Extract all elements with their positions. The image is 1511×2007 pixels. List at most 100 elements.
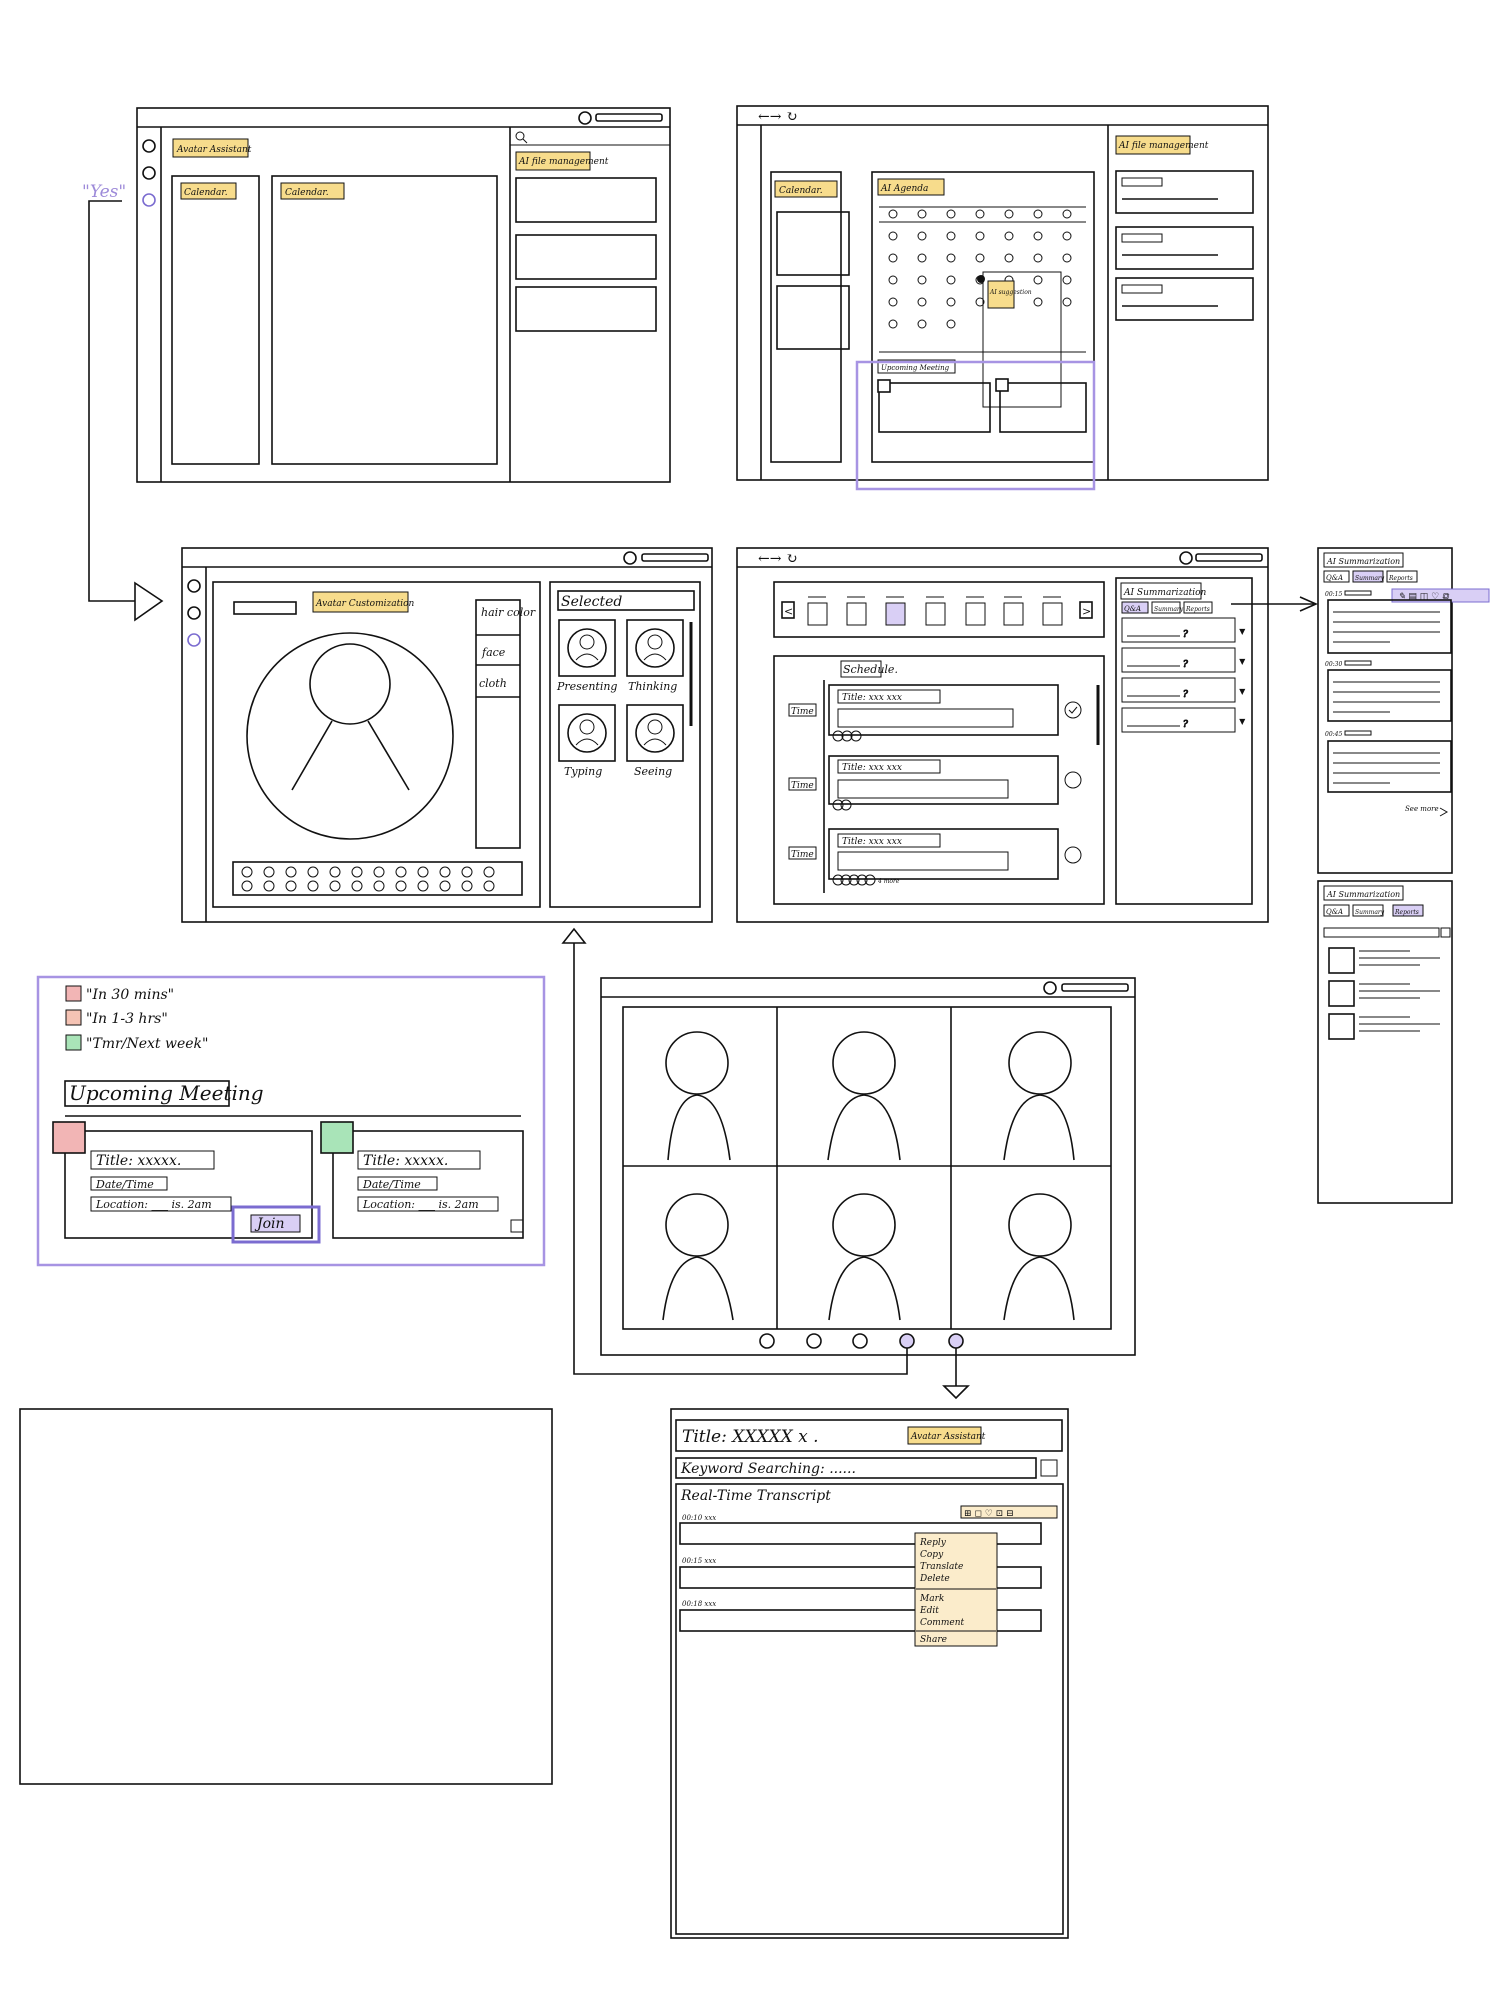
- file-card[interactable]: [1115, 226, 1254, 270]
- option-hair-color[interactable]: hair color: [481, 606, 536, 619]
- profile-icon[interactable]: [142, 139, 156, 153]
- tab-summary[interactable]: Summary: [1154, 606, 1184, 613]
- window-control-icon[interactable]: [578, 111, 592, 125]
- meeting-card[interactable]: [999, 382, 1087, 433]
- report-thumbnail[interactable]: [1328, 1013, 1355, 1040]
- report-thumbnail[interactable]: [1328, 947, 1355, 974]
- pose-seeing[interactable]: Seeing: [626, 704, 684, 778]
- share-toolbar[interactable]: [1391, 588, 1490, 603]
- summary-card[interactable]: [1327, 740, 1452, 793]
- participant-tile[interactable]: [1003, 1031, 1075, 1161]
- option-list[interactable]: [475, 599, 521, 849]
- pose-thinking[interactable]: Thinking: [626, 619, 684, 693]
- participant-tile[interactable]: [662, 1193, 734, 1321]
- address-bar[interactable]: [595, 113, 663, 122]
- window-control-icon[interactable]: [623, 551, 637, 565]
- tab-qa[interactable]: Q&A: [1326, 574, 1343, 582]
- tab-qa[interactable]: Q&A: [1326, 908, 1343, 916]
- share-button[interactable]: [852, 1333, 868, 1349]
- option-face[interactable]: face: [481, 646, 506, 659]
- mic-button[interactable]: [759, 1333, 775, 1349]
- file-card[interactable]: [515, 286, 657, 332]
- menu-comment[interactable]: Comment: [920, 1618, 964, 1628]
- prev-icon[interactable]: [781, 601, 795, 619]
- menu-edit[interactable]: Edit: [919, 1606, 939, 1616]
- frame-schedule: ←→ ↻ < > Schedule. Time Title: xxx xxx: [736, 547, 1318, 923]
- schedule-item[interactable]: Time Title: xxx xxx 4 more: [788, 828, 1082, 886]
- profile-icon[interactable]: [187, 579, 201, 593]
- menu-mark[interactable]: Mark: [919, 1594, 944, 1604]
- nav-arrows-icon[interactable]: ←→ ↻: [758, 109, 798, 125]
- calendar-card[interactable]: [776, 211, 850, 276]
- svg-text:00:10 xxx: 00:10 xxx: [682, 1514, 716, 1522]
- tab-summary[interactable]: Summary: [1355, 909, 1385, 916]
- file-card[interactable]: [515, 234, 657, 280]
- svg-text:Typing: Typing: [564, 765, 602, 778]
- tab-reports[interactable]: Reports: [1388, 575, 1413, 582]
- name-field[interactable]: [233, 601, 297, 615]
- blank-frame: [19, 1408, 553, 1785]
- date-strip[interactable]: [773, 581, 1105, 638]
- tab-reports[interactable]: Reports: [1185, 606, 1210, 613]
- message-toolbar[interactable]: [960, 1505, 1058, 1519]
- agenda-dot-grid[interactable]: [888, 209, 1072, 329]
- ai-icon[interactable]: [142, 193, 156, 207]
- report-thumbnail[interactable]: [1328, 980, 1355, 1007]
- participant-tile[interactable]: [828, 1193, 901, 1321]
- transcript-entry[interactable]: [679, 1566, 1042, 1589]
- schedule-item[interactable]: Time Title: xxx xxx: [788, 684, 1082, 742]
- svg-text:Location: ___ is. 2am: Location: ___ is. 2am: [95, 1198, 212, 1211]
- calendar-label: Calendar.: [779, 186, 823, 196]
- option-cloth[interactable]: cloth: [479, 677, 507, 690]
- see-more-link[interactable]: See more: [1405, 805, 1439, 813]
- file-card[interactable]: [515, 177, 657, 223]
- globe-icon[interactable]: [142, 166, 156, 180]
- menu-reply[interactable]: Reply: [919, 1538, 947, 1548]
- context-menu[interactable]: Reply Copy Translate Delete Mark Edit Co…: [914, 1532, 998, 1647]
- summary-card[interactable]: [1327, 599, 1452, 654]
- search-input[interactable]: [1323, 927, 1440, 938]
- join-button[interactable]: Join: [254, 1216, 285, 1232]
- participant-tile[interactable]: [1003, 1193, 1075, 1321]
- calendar-card[interactable]: [776, 285, 850, 350]
- tab-summary[interactable]: Summary: [1355, 575, 1385, 582]
- frame-calendar-home: Avatar Assistant Calendar. Calendar. AI …: [136, 107, 671, 483]
- participant-tile[interactable]: [827, 1031, 901, 1161]
- calendar-panel-large[interactable]: [271, 175, 498, 465]
- pose-presenting[interactable]: Presenting: [556, 619, 617, 693]
- summary-card[interactable]: [1327, 669, 1452, 722]
- file-card[interactable]: [1115, 277, 1254, 321]
- nav-arrows-icon[interactable]: ←→ ↻: [758, 551, 798, 567]
- tab-reports[interactable]: Reports: [1394, 909, 1419, 916]
- search-icon[interactable]: [1040, 1459, 1058, 1477]
- svg-text:Presenting: Presenting: [556, 680, 617, 693]
- globe-icon[interactable]: [187, 606, 201, 620]
- ai-icon[interactable]: [187, 633, 201, 647]
- menu-share[interactable]: Share: [920, 1635, 947, 1645]
- avatar-button[interactable]: [899, 1333, 915, 1349]
- next-icon[interactable]: [1079, 601, 1093, 619]
- calendar-panel-small[interactable]: [171, 175, 260, 465]
- participant-tile[interactable]: [665, 1031, 731, 1161]
- search-icon[interactable]: [515, 131, 525, 141]
- qa-list[interactable]: ?▾ ?▾ ?▾ ?▾: [1121, 617, 1246, 733]
- calendar-label-b: Calendar.: [285, 188, 329, 198]
- transcript-entry[interactable]: [679, 1522, 1042, 1545]
- search-icon[interactable]: [1440, 927, 1451, 938]
- meeting-card[interactable]: [878, 382, 991, 433]
- menu-copy[interactable]: Copy: [920, 1550, 944, 1560]
- meeting-card[interactable]: Title: xxxxx. Date/Time Location: ___ is…: [320, 1121, 524, 1239]
- keyword-search-input[interactable]: [675, 1457, 1037, 1479]
- pose-typing[interactable]: Typing: [558, 704, 616, 778]
- swatch-bar[interactable]: [232, 861, 523, 896]
- schedule-item[interactable]: Time Title: xxx xxx: [788, 755, 1082, 811]
- meeting-card[interactable]: Title: xxxxx. Date/Time Location: ___ is…: [52, 1121, 321, 1244]
- transcript-entry[interactable]: [679, 1609, 1042, 1632]
- camera-button[interactable]: [806, 1333, 822, 1349]
- menu-delete[interactable]: Delete: [919, 1574, 950, 1584]
- file-card[interactable]: [1115, 170, 1254, 214]
- ai-suggestion-tag[interactable]: [987, 280, 1015, 309]
- transcript-button[interactable]: [948, 1333, 964, 1349]
- menu-translate[interactable]: Translate: [920, 1562, 963, 1572]
- tab-qa[interactable]: Q&A: [1124, 605, 1141, 613]
